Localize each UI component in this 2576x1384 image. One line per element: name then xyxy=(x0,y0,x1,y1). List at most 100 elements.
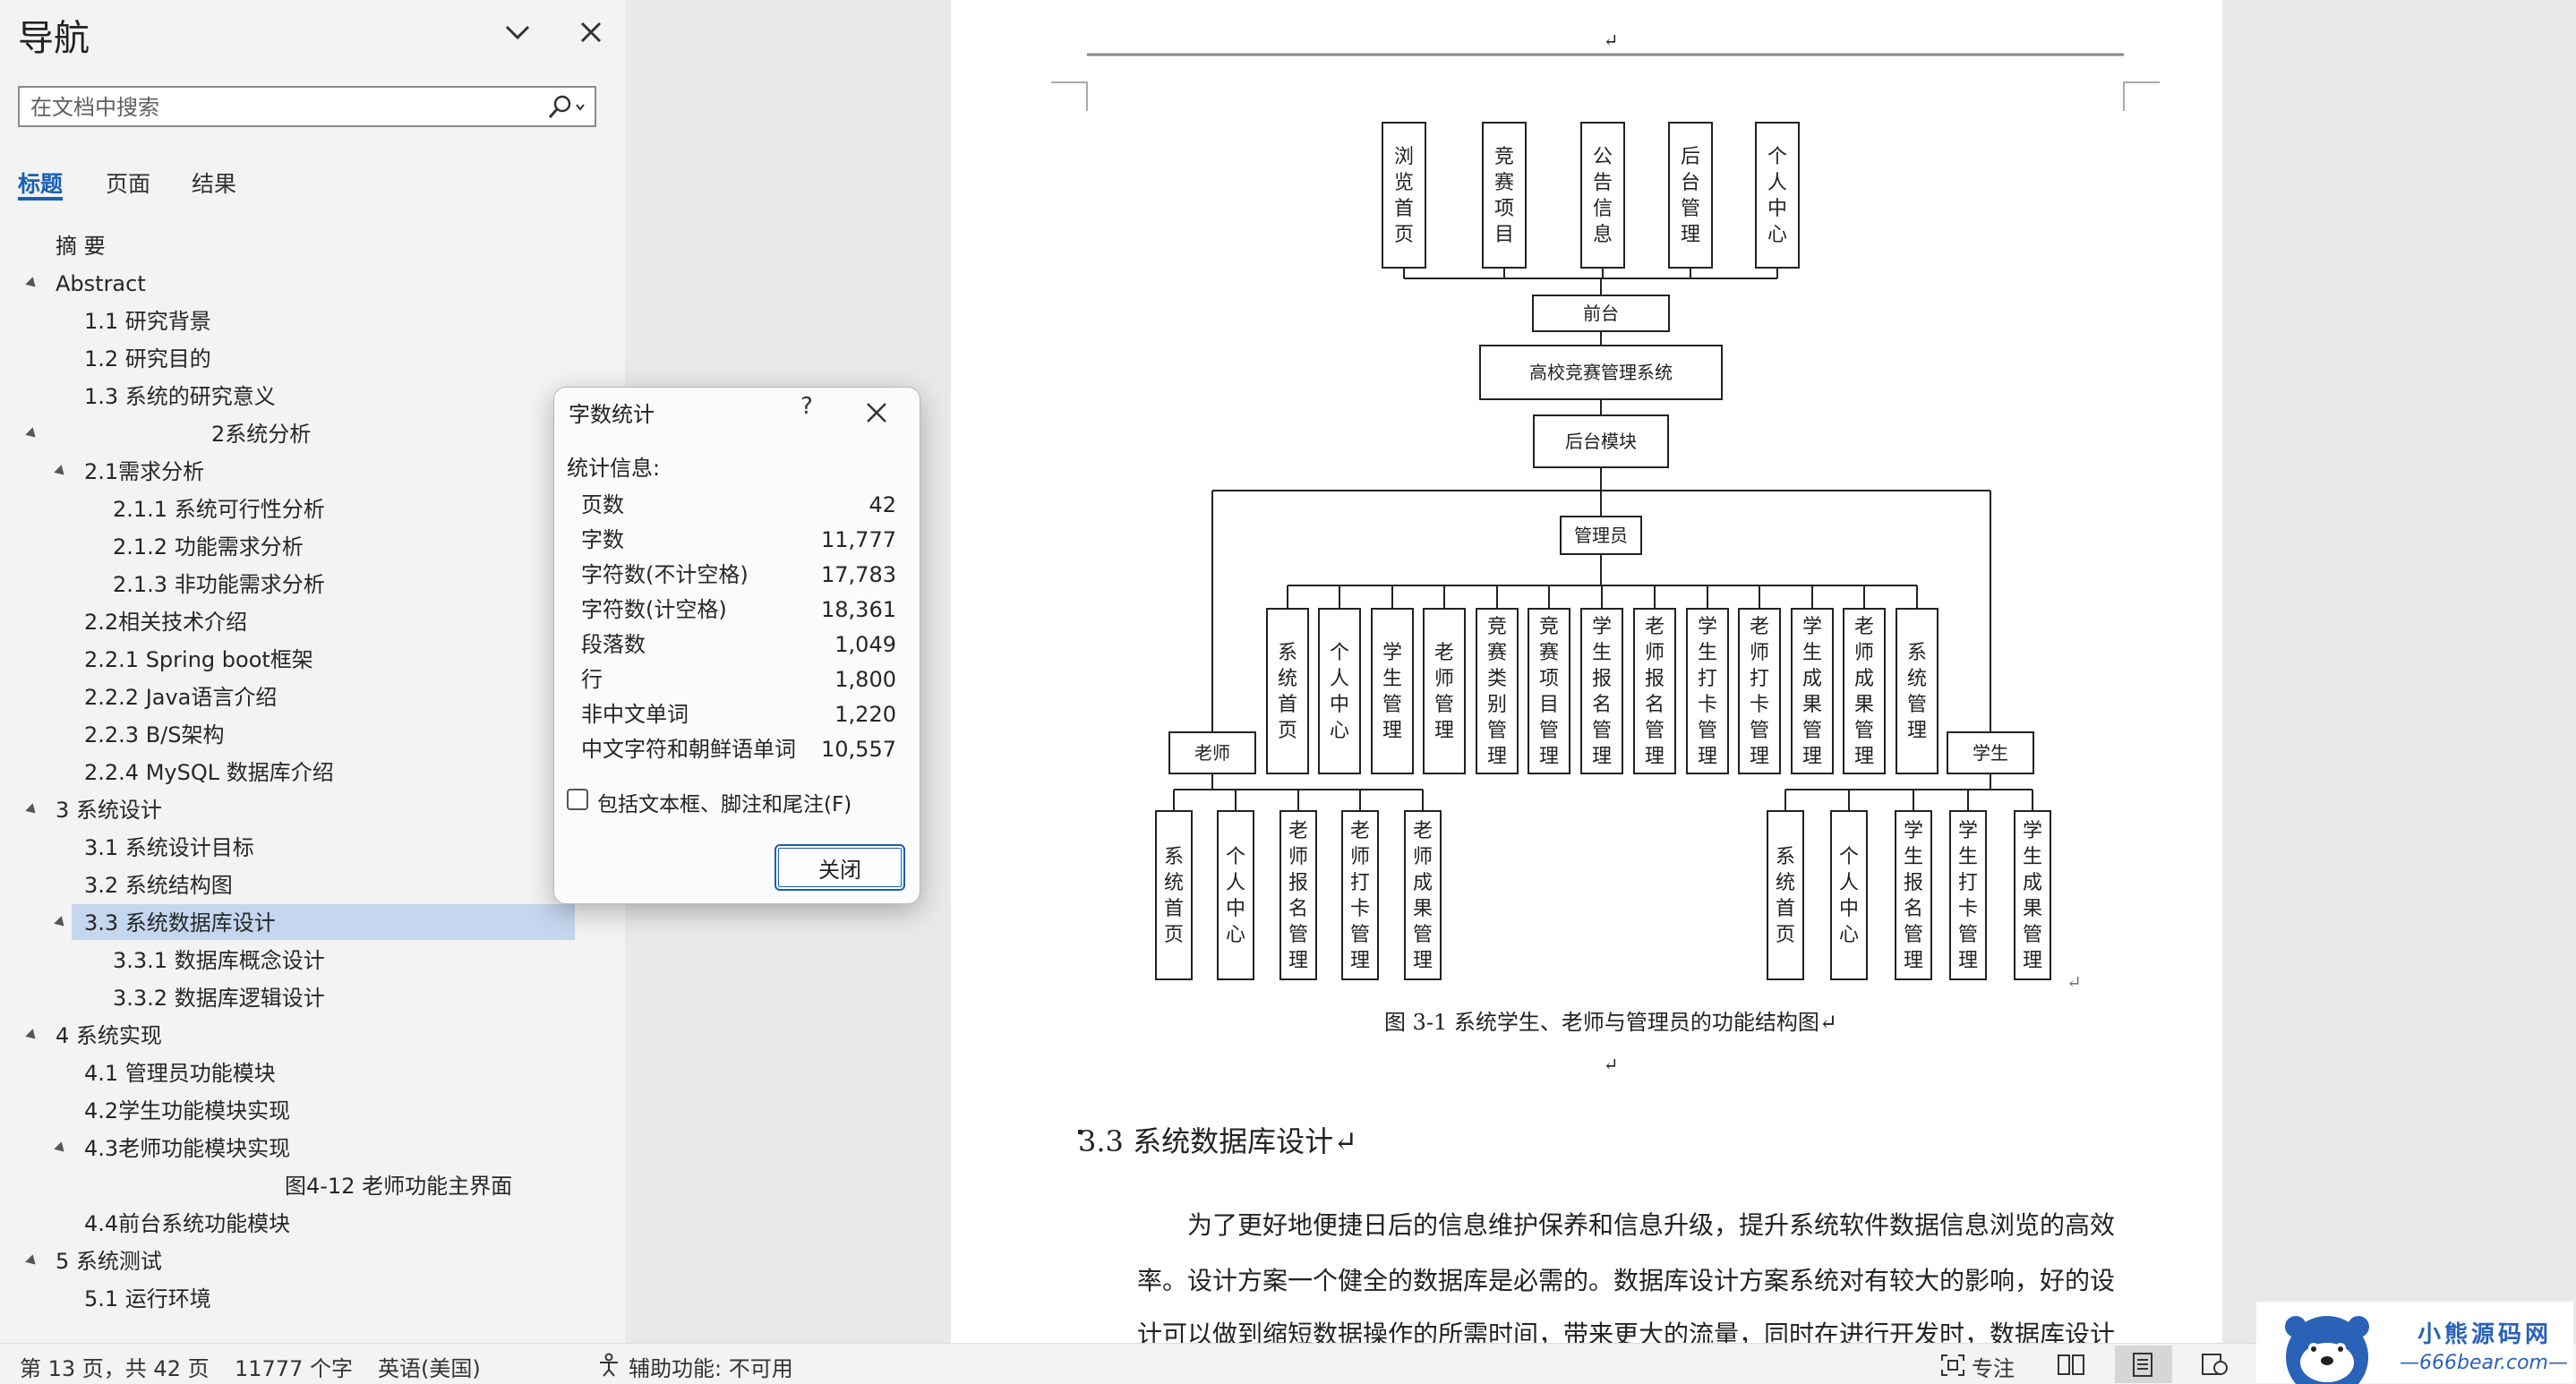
admin-item-char: 老 xyxy=(1434,642,1454,664)
admin-item-char: 赛 xyxy=(1539,642,1559,664)
stat-label: 行 xyxy=(581,667,603,692)
outline-item[interactable]: 4.4前台系统功能模块 xyxy=(0,1205,625,1243)
status-bar: 第 13 页，共 42 页 11777 个字 英语(美国) 辅助功能: 不可用 … xyxy=(0,1343,2576,1384)
outline-item[interactable]: 4.1 管理员功能模块 xyxy=(0,1055,625,1092)
help-button[interactable]: ? xyxy=(800,393,813,420)
outline-item[interactable]: 2.1需求分析 xyxy=(0,453,625,491)
outline-item[interactable]: 4 系统实现 xyxy=(0,1017,625,1055)
admin-item-box xyxy=(1476,608,1519,774)
collapse-caret-icon[interactable] xyxy=(54,465,68,479)
outline-item[interactable]: 3.3.2 数据库逻辑设计 xyxy=(0,979,625,1017)
teacher-item-char: 心 xyxy=(1226,924,1245,946)
outline-item[interactable]: 2.2.1 Spring boot框架 xyxy=(0,641,625,679)
top-item-char: 告 xyxy=(1593,172,1613,194)
outline-item[interactable]: 3.3 系统数据库设计 xyxy=(0,904,625,942)
outline-item[interactable]: 图4-12 老师功能主界面 xyxy=(0,1167,625,1205)
search-box[interactable] xyxy=(18,86,596,127)
admin-item-char: 果 xyxy=(1854,694,1874,716)
outline-item[interactable]: 2.2.3 B/S架构 xyxy=(0,716,625,754)
include-textboxes-checkbox[interactable] xyxy=(567,789,588,810)
outline-item[interactable]: 5 系统测试 xyxy=(0,1243,625,1280)
outline-item[interactable]: 5.1 运行环境 xyxy=(0,1280,625,1318)
read-mode-icon[interactable] xyxy=(2056,1351,2086,1378)
outline-item[interactable]: 2系统分析 xyxy=(0,415,625,453)
chevron-down-icon[interactable] xyxy=(501,16,534,48)
tab-pages[interactable]: 页面 xyxy=(106,171,151,197)
collapse-caret-icon[interactable] xyxy=(25,277,39,291)
outline-item[interactable]: 2.1.2 功能需求分析 xyxy=(0,528,625,566)
tab-results[interactable]: 结果 xyxy=(192,171,237,197)
word-count-indicator[interactable]: 11777 个字 xyxy=(235,1356,353,1381)
system-label: 高校竞赛管理系统 xyxy=(1529,362,1673,383)
corner-mark xyxy=(2123,81,2160,111)
outline-item[interactable]: 2.2.4 MySQL 数据库介绍 xyxy=(0,754,625,791)
teacher-item-char: 统 xyxy=(1164,872,1184,894)
web-layout-icon[interactable] xyxy=(2199,1351,2229,1378)
top-item-char: 心 xyxy=(1767,224,1787,246)
collapse-caret-icon[interactable] xyxy=(54,916,68,930)
outline-item[interactable]: 2.1.1 系统可行性分析 xyxy=(0,491,625,528)
stat-label: 字符数(不计空格) xyxy=(581,562,749,587)
accessibility-icon[interactable] xyxy=(596,1353,623,1378)
figure-caption: 图 3-1 系统学生、老师与管理员的功能结构图↵ xyxy=(1384,1010,1837,1035)
top-item-char: 公 xyxy=(1593,146,1613,168)
body-line: 为了更好地便捷日后的信息维护保养和信息升级，提升系统软件数据信息浏览的高效 xyxy=(1187,1210,2115,1240)
outline-item[interactable]: Abstract xyxy=(0,265,625,303)
close-icon[interactable] xyxy=(573,14,609,50)
outline-item[interactable]: 3.2 系统结构图 xyxy=(0,867,625,904)
admin-item-char: 打 xyxy=(1750,668,1769,690)
outline-item-label: 1.1 研究背景 xyxy=(84,309,211,334)
outline-item-label: 2.2.4 MySQL 数据库介绍 xyxy=(84,760,334,785)
search-icon[interactable] xyxy=(543,93,587,122)
include-textboxes-label[interactable]: 包括文本框、脚注和尾注(F) xyxy=(597,793,852,816)
admin-item-char: 学 xyxy=(1592,616,1612,638)
search-input[interactable] xyxy=(29,88,552,127)
outline-item[interactable]: 4.2学生功能模块实现 xyxy=(0,1092,625,1130)
student-label: 学生 xyxy=(1973,742,2008,764)
outline-item[interactable]: 3 系统设计 xyxy=(0,791,625,829)
student-item-char: 理 xyxy=(2023,950,2042,972)
language-indicator[interactable]: 英语(美国) xyxy=(378,1356,481,1381)
collapse-caret-icon[interactable] xyxy=(25,1254,39,1269)
outline-item[interactable]: 1.1 研究背景 xyxy=(0,303,625,340)
outline-item[interactable]: 3.3.1 数据库概念设计 xyxy=(0,942,625,979)
admin-item-box xyxy=(1423,608,1466,774)
outline-item[interactable]: 1.2 研究目的 xyxy=(0,340,625,378)
collapse-caret-icon[interactable] xyxy=(25,1029,39,1043)
focus-mode-label[interactable]: 专注 xyxy=(1972,1356,2015,1381)
admin-item-char: 学 xyxy=(1382,642,1402,664)
outline-item[interactable]: 摘 要 xyxy=(0,227,625,265)
student-item-char: 生 xyxy=(1904,846,1923,868)
collapse-caret-icon[interactable] xyxy=(25,803,39,817)
outline-item[interactable]: 3.1 系统设计目标 xyxy=(0,829,625,867)
outline-item-label: Abstract xyxy=(56,271,146,296)
admin-item-char: 管 xyxy=(1802,720,1822,742)
admin-label: 管理员 xyxy=(1574,525,1628,546)
tab-headings[interactable]: 标题 xyxy=(18,171,64,197)
outline-item-label: 5.1 运行环境 xyxy=(84,1286,211,1311)
collapse-caret-icon[interactable] xyxy=(54,1141,68,1156)
outline-item[interactable]: 4.3老师功能模块实现 xyxy=(0,1130,625,1167)
admin-item-char: 管 xyxy=(1698,720,1717,742)
focus-icon[interactable] xyxy=(1939,1353,1966,1378)
collapse-caret-icon[interactable] xyxy=(25,427,39,441)
outline-item[interactable]: 2.2相关技术介绍 xyxy=(0,603,625,641)
empty-paragraph-mark: ↵ xyxy=(1604,1054,1619,1075)
outline-item[interactable]: 2.2.2 Java语言介绍 xyxy=(0,679,625,716)
outline-item[interactable]: 2.1.3 非功能需求分析 xyxy=(0,566,625,603)
close-button[interactable]: 关闭 xyxy=(775,844,905,891)
teacher-item-char: 打 xyxy=(1350,872,1370,894)
close-icon[interactable] xyxy=(859,395,894,431)
outline-item-label: 图4-12 老师功能主界面 xyxy=(285,1174,513,1199)
print-layout-icon[interactable] xyxy=(2127,1351,2158,1378)
backend-label: 后台模块 xyxy=(1565,431,1637,452)
outline-item[interactable]: 1.3 系统的研究意义 xyxy=(0,378,625,415)
page-indicator[interactable]: 第 13 页，共 42 页 xyxy=(20,1356,210,1381)
accessibility-indicator[interactable]: 辅助功能: 不可用 xyxy=(629,1356,793,1381)
student-item-char: 心 xyxy=(1839,924,1859,946)
admin-item-char: 师 xyxy=(1645,642,1665,664)
document-page[interactable]: ↵浏览首页竞赛项目公告信息后台管理个人中心前台高校竞赛管理系统后台模块管理员系统… xyxy=(951,0,2222,1349)
admin-item-char: 打 xyxy=(1698,668,1717,690)
admin-item-char: 个 xyxy=(1330,642,1349,664)
